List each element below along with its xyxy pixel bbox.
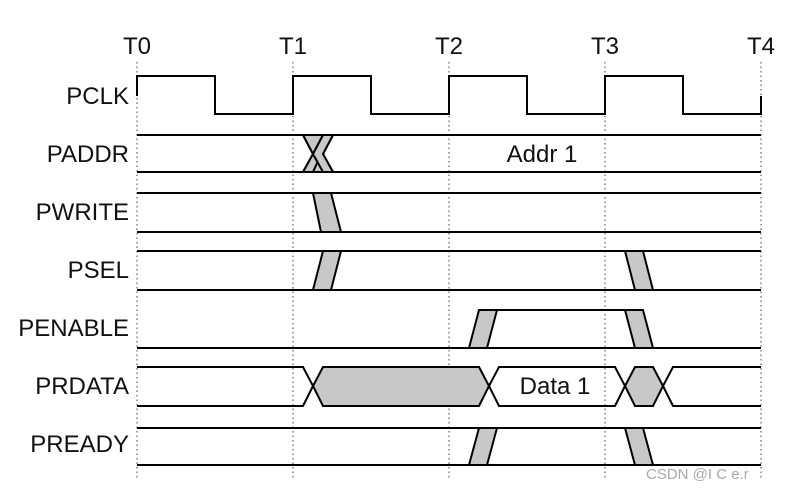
signal-label-prdata: PRDATA — [35, 373, 129, 400]
signal-label-psel: PSEL — [68, 257, 129, 284]
waveform-paddr — [137, 134, 761, 173]
waveform-pclk — [136, 75, 762, 115]
signal-label-penable: PENABLE — [18, 315, 129, 342]
waveform-pwrite — [137, 192, 761, 233]
waveform-pready — [137, 427, 761, 466]
waveform-prdata — [137, 366, 761, 407]
waveform-psel — [137, 250, 761, 291]
time-gridlines — [136, 62, 762, 478]
paddr-value-label: Addr 1 — [507, 141, 578, 168]
time-label-t1: T1 — [279, 33, 307, 60]
time-label-t3: T3 — [591, 33, 619, 60]
waveform-penable — [137, 309, 761, 349]
signal-label-pclk: PCLK — [66, 83, 129, 110]
time-label-t4: T4 — [747, 33, 775, 60]
signal-label-pwrite: PWRITE — [36, 199, 129, 226]
signal-label-paddr: PADDR — [47, 141, 129, 168]
signal-label-pready: PREADY — [30, 431, 129, 458]
prdata-value-label: Data 1 — [520, 373, 591, 400]
watermark: CSDN @I C e.r — [646, 466, 749, 483]
time-label-t2: T2 — [435, 33, 463, 60]
time-label-t0: T0 — [123, 33, 151, 60]
